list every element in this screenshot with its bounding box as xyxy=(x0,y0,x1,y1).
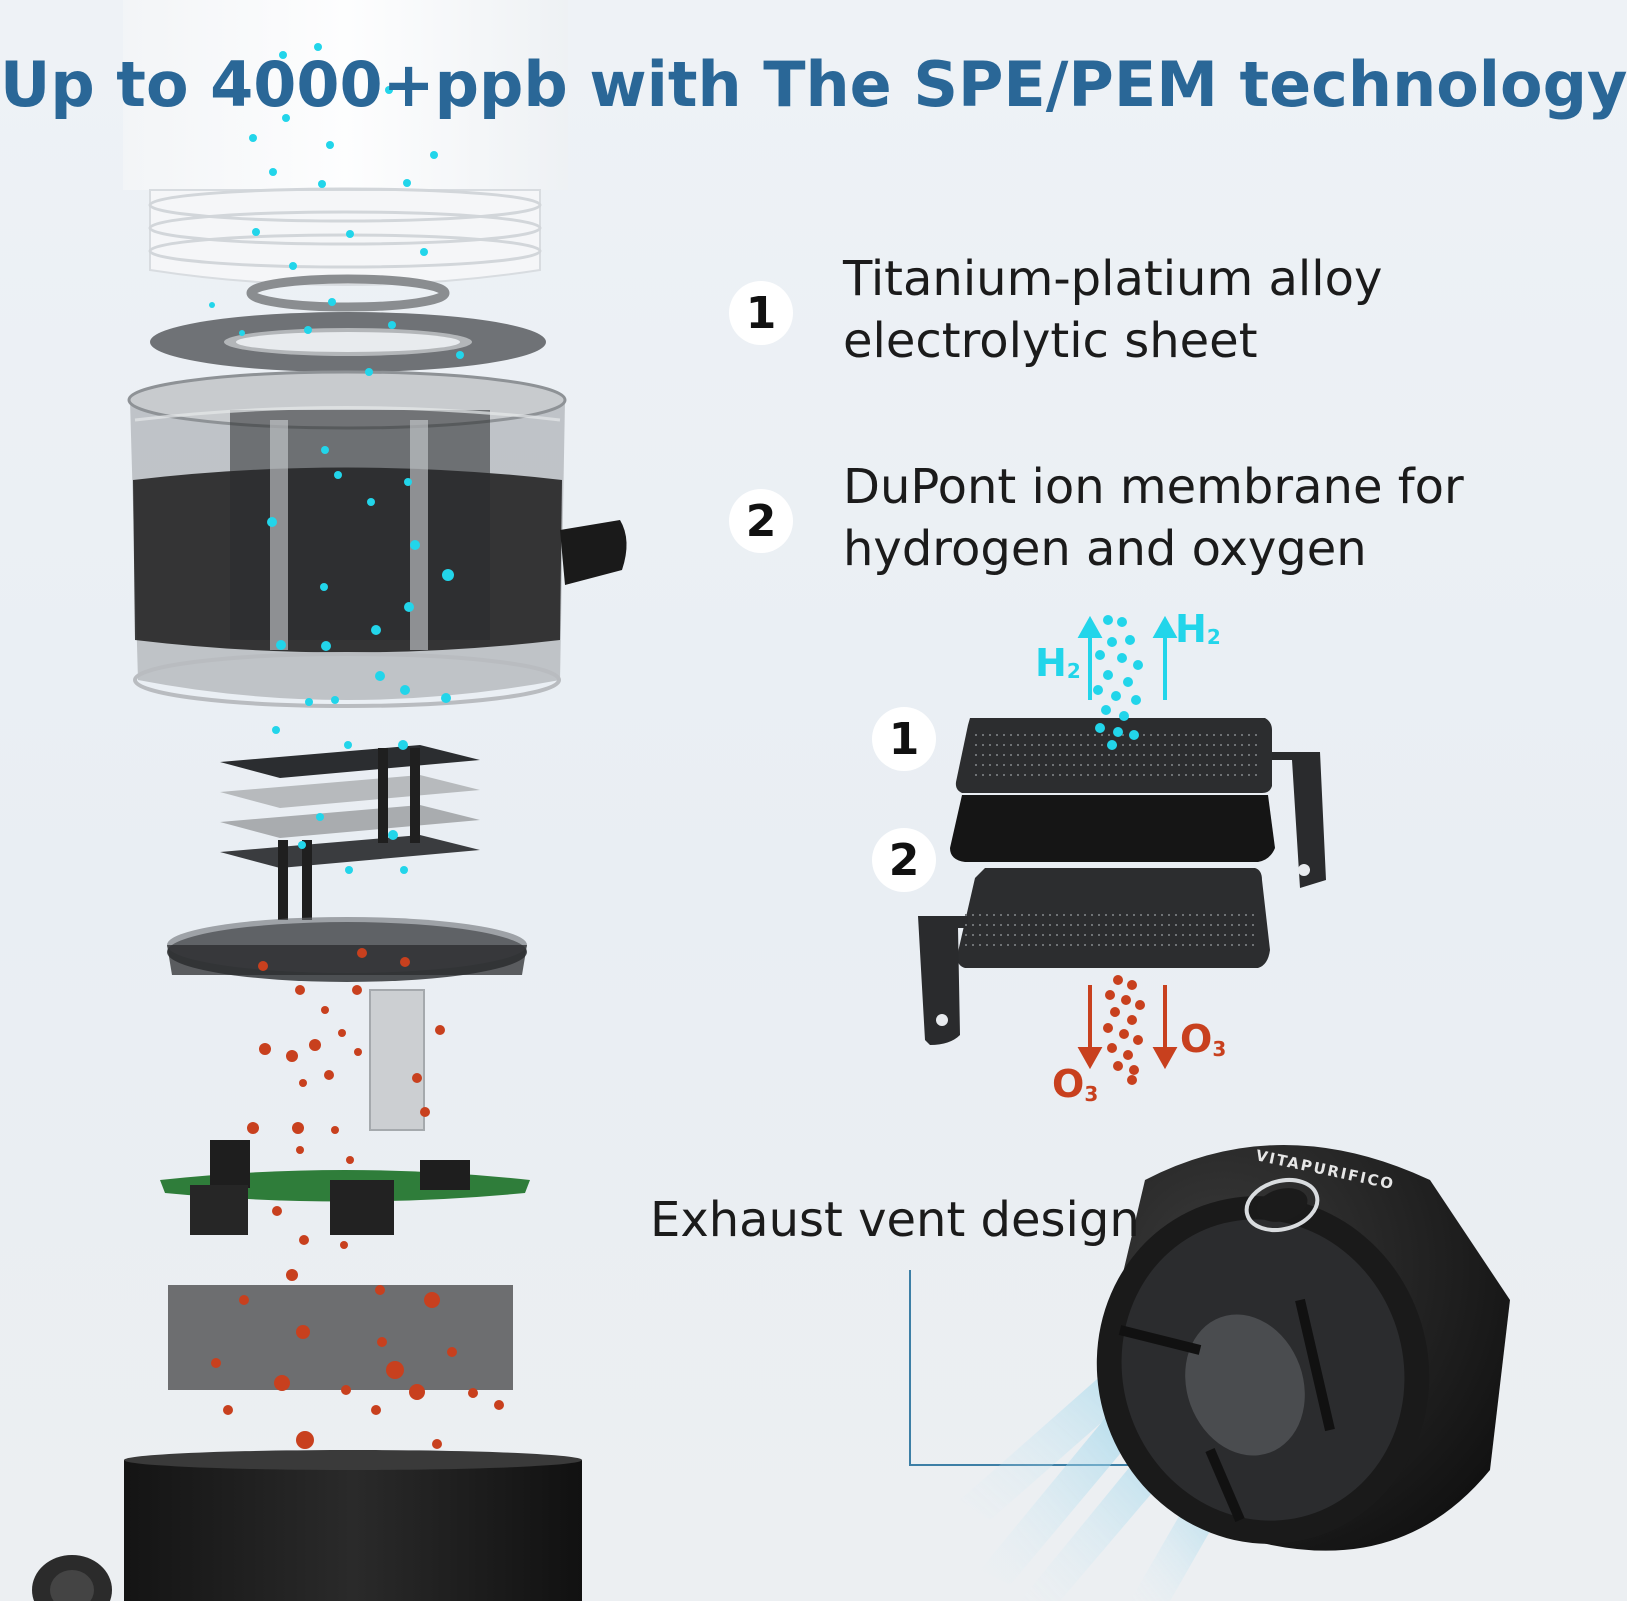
filter-block xyxy=(168,1285,513,1390)
electrode-stack xyxy=(220,745,480,920)
page-title: Up to 4000+ppb with The SPE/PEM technolo… xyxy=(0,48,1627,121)
feature-2-line2: hydrogen and oxygen xyxy=(843,521,1367,577)
feature-2-text: DuPont ion membrane for hydrogen and oxy… xyxy=(843,456,1464,580)
feature-2-line1: DuPont ion membrane for xyxy=(843,459,1464,515)
electrolysis-module-diagram xyxy=(918,718,1326,1045)
seal-rings xyxy=(150,274,546,372)
hydrogen-arrows xyxy=(1077,615,1178,700)
hydrogen-bubbles-diagram xyxy=(1093,615,1143,750)
feature-1-line2: electrolytic sheet xyxy=(843,313,1258,369)
h2-left-label: H2 xyxy=(1035,641,1081,685)
electrolysis-chamber xyxy=(127,370,627,708)
feature-2-badge: 2 xyxy=(729,489,793,553)
base-plate xyxy=(167,917,527,1131)
exhaust-device xyxy=(1096,1145,1510,1551)
bottle xyxy=(123,0,568,286)
diagram-badge-1: 1 xyxy=(872,707,936,771)
o3-left-label: O3 xyxy=(1052,1062,1098,1106)
exhaust-label: Exhaust vent design xyxy=(650,1192,1140,1248)
oxygen-arrows xyxy=(1077,985,1178,1070)
circuit-board xyxy=(160,1140,530,1235)
bottom-base xyxy=(32,1450,582,1601)
diagram-badge-2: 2 xyxy=(872,828,936,892)
feature-1-line1: Titanium-platium alloy xyxy=(843,251,1383,307)
feature-1-text: Titanium-platium alloy electrolytic shee… xyxy=(843,248,1382,372)
hydrogen-bubbles-left xyxy=(209,43,464,874)
o3-right-label: O3 xyxy=(1180,1017,1226,1061)
oxygen-bubbles-diagram xyxy=(1103,975,1145,1085)
feature-1-badge: 1 xyxy=(729,281,793,345)
oxygen-bubbles-left xyxy=(211,948,504,1449)
h2-right-label: H2 xyxy=(1175,607,1221,651)
